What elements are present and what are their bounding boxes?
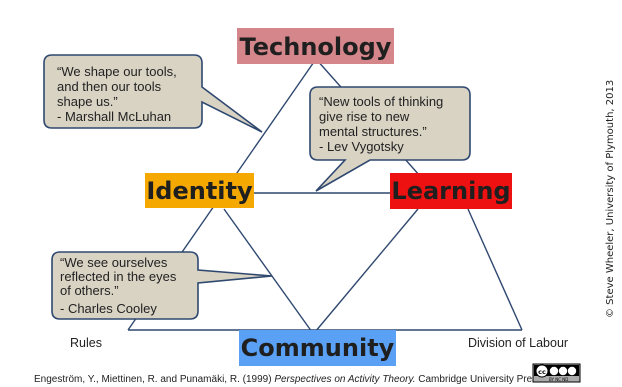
- citation-publisher: Cambridge University Press.: [415, 374, 544, 385]
- node-identity: Identity: [145, 173, 254, 208]
- label-division-of-labour: Division of Labour: [468, 336, 568, 350]
- quote-author: - Lev Vygotsky: [319, 139, 404, 154]
- node-technology: Technology: [237, 28, 394, 64]
- nc-icon: [558, 366, 568, 376]
- node-learning: Learning: [390, 173, 512, 209]
- quote-line: shape us.”: [57, 94, 118, 109]
- cc-logo-text: cc: [538, 368, 546, 376]
- node-label-learning: Learning: [391, 177, 510, 205]
- citation-title: Perspectives on Activity Theory.: [274, 374, 415, 385]
- copyright-credit: © Steve Wheeler, University of Plymouth,…: [605, 80, 616, 318]
- cc-license-badge: cc BY NC ND: [532, 363, 581, 383]
- nd-icon: [567, 366, 577, 376]
- bubble-shape: [43, 54, 263, 133]
- bubble-shape: [51, 251, 273, 320]
- quote-line: and then our tools: [57, 79, 162, 94]
- node-community: Community: [239, 330, 396, 366]
- quote-line: give rise to new: [319, 109, 410, 124]
- quote-line: of others.”: [60, 283, 119, 298]
- citation-authors: Engeström, Y., Miettinen, R. and Punamäk…: [34, 374, 274, 385]
- quote-line: “New tools of thinking: [319, 94, 443, 109]
- quote-author: - Charles Cooley: [60, 301, 157, 316]
- by-icon: [549, 366, 559, 376]
- bubble-shape: [309, 86, 471, 192]
- edge-learning-community: [314, 208, 419, 333]
- cc-logo-icon: [535, 364, 549, 378]
- quote-bubble-cooley: “We see ourselves reflected in the eyes …: [51, 251, 273, 320]
- node-box: [239, 330, 396, 366]
- citation: Engeström, Y., Miettinen, R. and Punamäk…: [34, 374, 545, 385]
- quote-line: “We shape our tools,: [57, 64, 177, 79]
- quote-line: reflected in the eyes: [60, 269, 177, 284]
- edge-identity-community: [223, 208, 313, 333]
- quote-bubble-mcluhan: “We shape our tools, and then our tools …: [43, 54, 263, 133]
- quote-line: mental structures.”: [319, 124, 427, 139]
- quote-author: - Marshall McLuhan: [57, 109, 171, 124]
- node-label-identity: Identity: [146, 177, 253, 205]
- cc-license-terms: BY NC ND: [549, 377, 568, 382]
- node-label-community: Community: [241, 334, 395, 362]
- edge-learning-division: [467, 208, 523, 331]
- quote-bubble-vygotsky: “New tools of thinking give rise to new …: [309, 86, 471, 192]
- node-box: [390, 173, 512, 209]
- label-rules: Rules: [70, 336, 102, 350]
- node-box: [237, 28, 394, 64]
- node-box: [145, 173, 254, 208]
- quote-line: “We see ourselves: [60, 255, 168, 270]
- node-label-technology: Technology: [240, 33, 392, 61]
